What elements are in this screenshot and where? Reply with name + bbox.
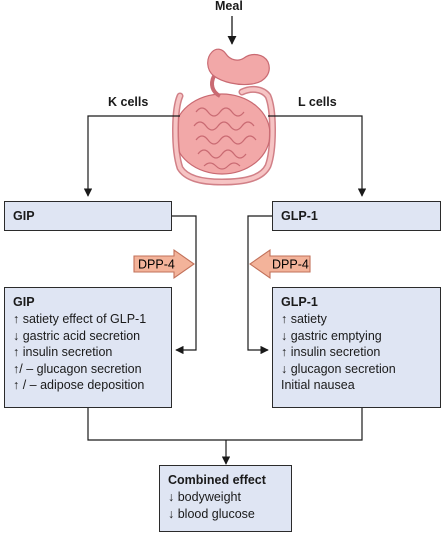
glp1-effects-title: GLP-1	[281, 295, 318, 309]
glp1-header-label: GLP-1	[281, 209, 318, 223]
glp1-effect-item: ↓ gastric emptying	[281, 328, 382, 343]
glp1-effects-box: GLP-1 ↑ satiety ↓ gastric emptying ↑ ins…	[272, 287, 441, 408]
meal-label: Meal	[215, 0, 243, 13]
glp1-effect-item: ↓ glucagon secretion	[281, 361, 396, 376]
k-cells-label: K cells	[108, 95, 149, 109]
dpp4-arrow-right	[249, 248, 311, 280]
dpp4-label-left: DPP-4	[138, 258, 175, 272]
combined-effect-item: ↓ bodyweight	[168, 490, 241, 504]
gip-effects-box: GIP ↑ satiety effect of GLP-1 ↓ gastric …	[4, 287, 172, 408]
digestive-tract-illustration	[172, 48, 276, 186]
l-cells-label: L cells	[298, 95, 337, 109]
gip-effects-title: GIP	[13, 295, 35, 309]
combined-effect-item: ↓ blood glucose	[168, 506, 255, 521]
left-to-combined-line	[87, 408, 363, 441]
glp1-connector	[247, 215, 272, 355]
combined-effect-box: Combined effect ↓ bodyweight ↓ blood glu…	[159, 465, 292, 532]
glp1-effect-item: ↑ satiety	[281, 312, 327, 326]
gip-header-label: GIP	[13, 209, 35, 223]
gip-header-box: GIP	[4, 201, 172, 231]
glp1-effect-item: ↑ insulin secretion	[281, 345, 381, 359]
glp1-header-box: GLP-1	[272, 201, 441, 231]
gip-effect-item: ↓ gastric acid secretion	[13, 328, 141, 343]
gip-effect-item: ↑ insulin secretion	[13, 345, 113, 359]
gip-connector	[172, 215, 197, 355]
gip-effect-item: ↑ satiety effect of GLP-1	[13, 312, 147, 326]
dpp4-arrow-left	[133, 248, 195, 280]
dpp4-label-right: DPP-4	[272, 258, 309, 272]
k-cells-line	[83, 115, 180, 197]
combined-effect-title: Combined effect	[168, 473, 266, 487]
gip-effect-item: ↑ / – adipose deposition	[13, 378, 145, 392]
gip-effect-item: ↑/ – glucagon secretion	[13, 361, 142, 376]
l-cells-line	[268, 115, 367, 197]
glp1-effect-item: Initial nausea	[281, 378, 355, 392]
